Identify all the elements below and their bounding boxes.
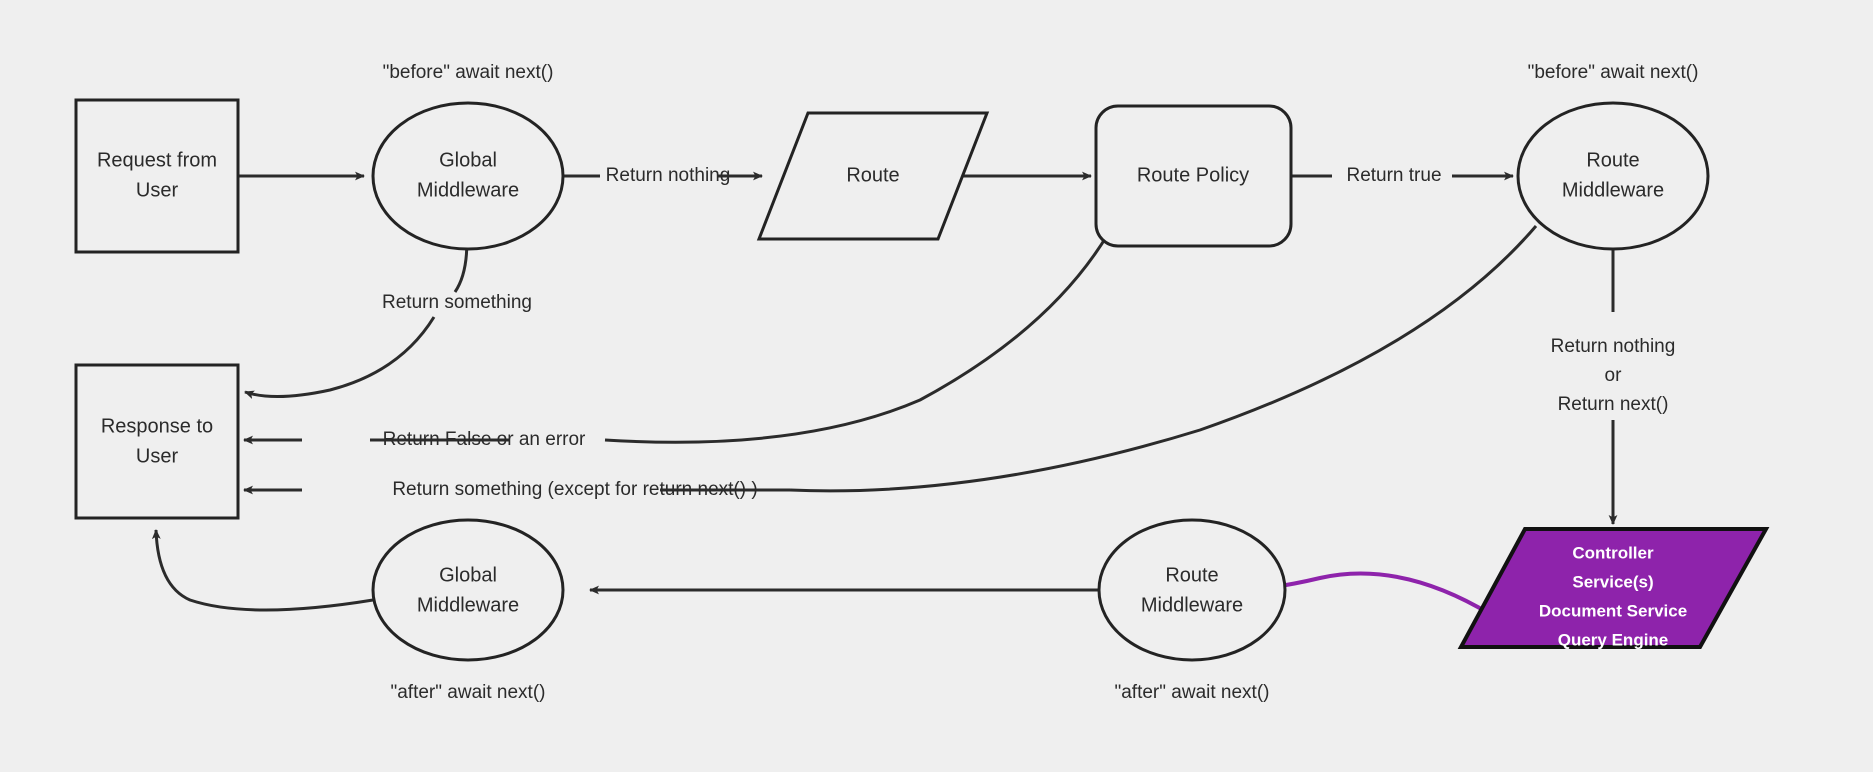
edge-label-return-nothing-line3: Return next() [1558, 394, 1669, 415]
response-to-user-label-line1: Response to [101, 415, 213, 437]
route-middleware-before-shape [1516, 101, 1710, 251]
annotation-before-global-middleware: "before" await next() [383, 62, 554, 83]
edge-global-return-something [244, 316, 436, 400]
edge-label-return-nothing-line2: or [1605, 365, 1623, 386]
controller-label-line4: Query Engine [1558, 630, 1669, 649]
controller-label-line3: Document Service [1539, 601, 1687, 620]
response-to-user-shape [74, 363, 240, 520]
annotation-before-route-middleware: "before" await next() [1528, 62, 1699, 83]
request-from-user-shape [74, 98, 240, 254]
node-global-middleware-before[interactable]: Global Middleware [371, 101, 565, 251]
route-middleware-before-label-line1: Route [1586, 149, 1639, 171]
node-global-middleware-after[interactable]: Global Middleware [371, 518, 565, 662]
route-middleware-after-label-line2: Middleware [1141, 594, 1243, 616]
route-label: Route [846, 164, 899, 186]
route-policy-label: Route Policy [1137, 164, 1249, 186]
controller-services-shape [1457, 527, 1770, 649]
edge-label-return-nothing-line1: Return nothing [1551, 336, 1676, 357]
route-middleware-before-label-line2: Middleware [1562, 179, 1664, 201]
edge-label-return-something-except: Return something (except for return next… [392, 479, 757, 500]
edge-policy-return-false-curve [604, 233, 1110, 444]
edge-label-return-true: Return true [1346, 165, 1441, 186]
node-response-to-user[interactable]: Response to User [74, 363, 240, 520]
request-from-user-label-line2: User [136, 179, 179, 201]
node-route-policy[interactable]: Route Policy [1094, 104, 1293, 248]
global-middleware-before-label-line1: Global [439, 149, 497, 171]
global-middleware-before-shape [371, 101, 565, 251]
annotation-after-route-middleware: "after" await next() [1115, 682, 1270, 703]
node-controller-services[interactable]: Controller Service(s) Document Service Q… [1457, 527, 1770, 649]
global-middleware-after-label-line2: Middleware [417, 594, 519, 616]
controller-label-line1: Controller [1572, 543, 1654, 562]
edge-label-return-false-or-error: Return False or an error [383, 429, 586, 450]
global-middleware-after-shape [371, 518, 565, 662]
annotation-after-global-middleware: "after" await next() [391, 682, 546, 703]
global-middleware-after-label-line1: Global [439, 564, 497, 586]
node-route-middleware-after[interactable]: Route Middleware [1097, 518, 1287, 662]
global-middleware-before-label-line2: Middleware [417, 179, 519, 201]
route-policy-shape [1094, 104, 1293, 248]
edge-global-mw-after-to-response [151, 529, 374, 612]
route-shape [756, 111, 990, 241]
controller-label-line2: Service(s) [1572, 572, 1653, 591]
node-request-from-user[interactable]: Request from User [74, 98, 240, 254]
node-route-middleware-before[interactable]: Route Middleware [1516, 101, 1710, 251]
edge-route-mw-return-something-curve [789, 225, 1538, 493]
edge-label-return-nothing: Return nothing [606, 165, 731, 186]
edge-label-return-something: Return something [382, 292, 532, 313]
route-middleware-after-label-line1: Route [1165, 564, 1218, 586]
request-from-user-label-line1: Request from [97, 149, 217, 171]
route-middleware-after-shape [1097, 518, 1287, 662]
node-route[interactable]: Route [756, 111, 990, 241]
response-to-user-label-line2: User [136, 445, 179, 467]
